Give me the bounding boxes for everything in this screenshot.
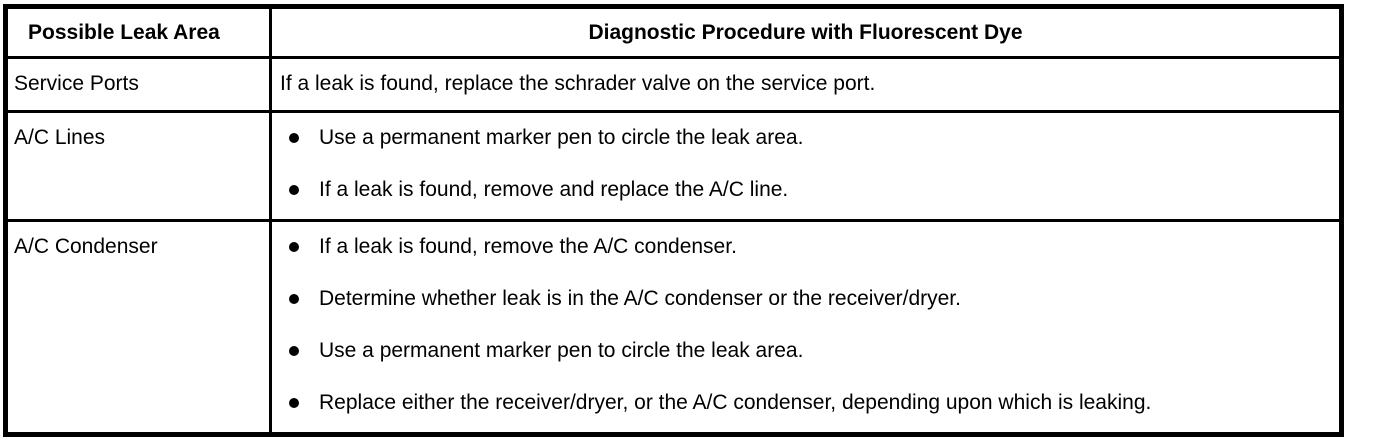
bullet-text: If a leak is found, remove the A/C conde… <box>319 235 737 258</box>
bullet-icon <box>289 294 299 304</box>
diagnostic-table: Possible Leak Area Diagnostic Procedure … <box>3 4 1344 437</box>
table-header-row: Possible Leak Area Diagnostic Procedure … <box>8 9 1339 59</box>
header-cell-possible-leak-area: Possible Leak Area <box>8 9 272 56</box>
cell-leak-area: A/C Condenser <box>8 222 272 432</box>
header-cell-diagnostic-procedure: Diagnostic Procedure with Fluorescent Dy… <box>588 20 1023 44</box>
cell-procedure: Use a permanent marker pen to circle the… <box>272 113 1339 219</box>
table-row-ac-condenser: A/C Condenser If a leak is found, remove… <box>8 222 1339 432</box>
bullet-text: If a leak is found, remove and replace t… <box>319 178 789 201</box>
procedure-bullet-item: Use a permanent marker pen to circle the… <box>272 126 1333 150</box>
procedure-text: If a leak is found, replace the schrader… <box>280 72 876 95</box>
bullet-text: Replace either the receiver/dryer, or th… <box>319 391 1152 414</box>
procedure-bullet-item: Determine whether leak is in the A/C con… <box>272 287 1333 311</box>
procedure-bullet-item: If a leak is found, remove the A/C conde… <box>272 235 1333 259</box>
bullet-icon <box>289 242 299 252</box>
bullet-icon <box>289 346 299 356</box>
bullet-icon <box>289 185 299 195</box>
bullet-text: Use a permanent marker pen to circle the… <box>319 126 804 149</box>
bullet-text: Determine whether leak is in the A/C con… <box>319 287 961 310</box>
table-row-service-ports: Service Ports If a leak is found, replac… <box>8 59 1339 113</box>
cell-procedure: If a leak is found, remove the A/C conde… <box>272 222 1339 432</box>
procedure-bullet-item: If a leak is found, remove and replace t… <box>272 178 1333 202</box>
cell-procedure: If a leak is found, replace the schrader… <box>272 59 1339 110</box>
bullet-icon <box>289 133 299 143</box>
bullet-text: Use a permanent marker pen to circle the… <box>319 339 804 362</box>
cell-leak-area: Service Ports <box>8 59 272 110</box>
bullet-icon <box>289 398 299 408</box>
table-row-ac-lines: A/C Lines Use a permanent marker pen to … <box>8 113 1339 222</box>
cell-leak-area: A/C Lines <box>8 113 272 219</box>
procedure-bullet-item: Replace either the receiver/dryer, or th… <box>272 391 1333 415</box>
procedure-bullet-item: Use a permanent marker pen to circle the… <box>272 339 1333 363</box>
